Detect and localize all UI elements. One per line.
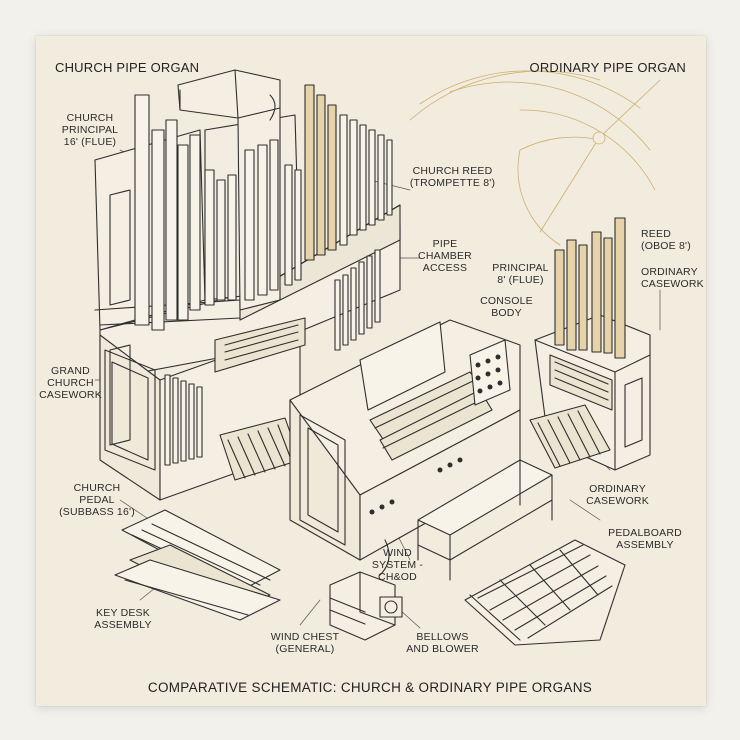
church-principal-pipes: [134, 94, 279, 331]
pedalboard-assembly: [464, 539, 626, 646]
label-pedalboard-assembly: PEDALBOARD ASSEMBLY: [608, 527, 682, 551]
church-reed-pipes: [304, 84, 337, 261]
church-flue-pipes-right: [284, 114, 393, 286]
label-wind-system: WIND SYSTEM - CH&OD: [371, 547, 424, 583]
wind-system-tube: [379, 539, 390, 576]
heading-church-organ: CHURCH PIPE ORGAN: [55, 60, 200, 75]
label-grand-church-casework: GRAND CHURCH CASEWORK: [39, 365, 102, 401]
center-console: [289, 319, 553, 641]
label-ordinary-casework-bottom: ORDINARY CASEWORK: [586, 483, 649, 507]
label-bellows-and-blower: BELLOWS AND BLOWER: [406, 631, 479, 655]
label-wind-chest: WIND CHEST (GENERAL): [270, 631, 340, 655]
schematic-title: COMPARATIVE SCHEMATIC: CHURCH & ORDINARY…: [147, 680, 593, 695]
label-church-pedal: CHURCH PEDAL (SUBBASS 16'): [59, 482, 135, 518]
heading-ordinary-organ: ORDINARY PIPE ORGAN: [529, 60, 686, 75]
ordinary-pipes: [554, 217, 626, 359]
key-desk-assembly: [114, 509, 281, 621]
label-reed-oboe: REED (OBOE 8'): [641, 228, 691, 252]
label-ordinary-casework-top: ORDINARY CASEWORK: [641, 266, 704, 290]
gold-arcs: [409, 70, 661, 246]
label-principal-8: PRINCIPAL 8' (FLUE): [492, 262, 549, 286]
label-pipe-chamber-access: PIPE CHAMBER ACCESS: [418, 238, 472, 274]
church-organ: [94, 69, 401, 501]
label-console-body: CONSOLE BODY: [480, 295, 533, 319]
label-church-principal: CHURCH PRINCIPAL 16' (FLUE): [61, 112, 119, 148]
ordinary-organ: [529, 217, 651, 471]
label-key-desk-assembly: KEY DESK ASSEMBLY: [94, 607, 152, 631]
label-church-reed: CHURCH REED (TROMPETTE 8'): [409, 165, 496, 189]
